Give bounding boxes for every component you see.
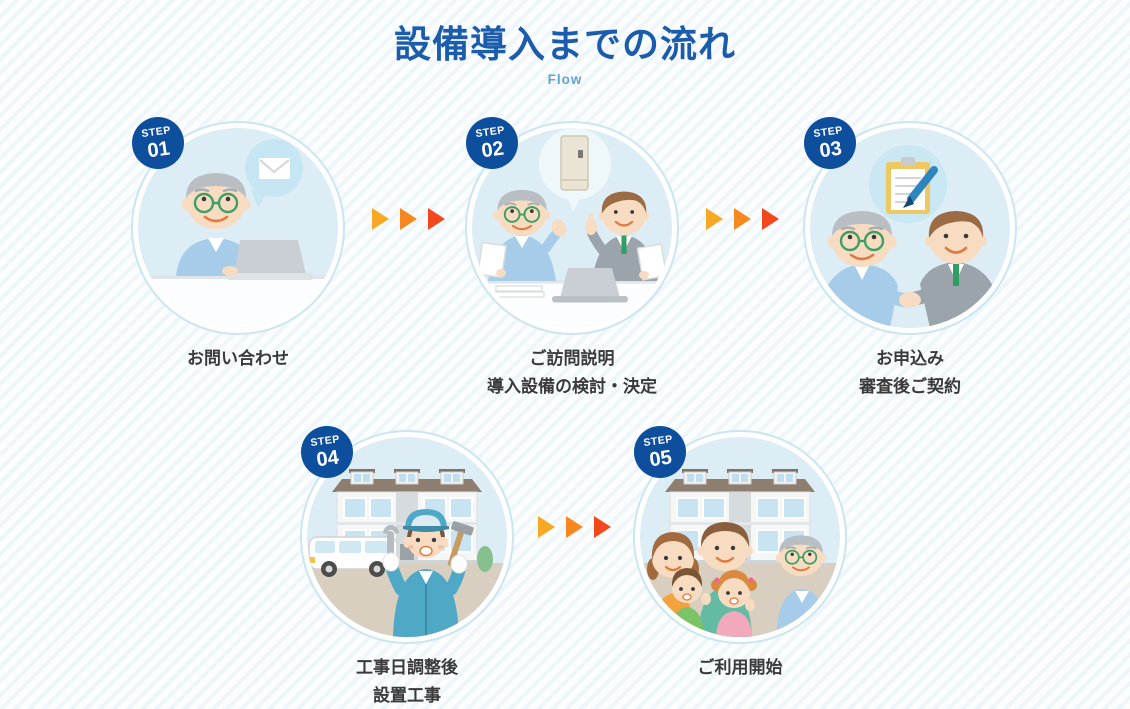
step-01-badge: STEP 01 [132, 117, 184, 169]
step-05-circle [635, 432, 845, 642]
step-badge-number: 04 [315, 445, 341, 471]
step-05-caption: ご利用開始 [610, 654, 870, 682]
caption-line: 審査後ご契約 [859, 377, 961, 396]
step-04-badge: STEP 04 [301, 426, 353, 478]
step-01-caption: お問い合わせ [108, 345, 368, 373]
arrow-triangle-icon [762, 208, 779, 230]
caption-line: 設置工事 [373, 686, 441, 705]
equipment-bubble-icon [539, 128, 611, 212]
worker [382, 509, 474, 637]
arrow-triangle-icon [734, 208, 751, 230]
family-at-home-illustration [640, 468, 840, 637]
caption-line: 工事日調整後 [356, 658, 458, 677]
daughter [711, 570, 757, 637]
visit-explanation-illustration [472, 128, 672, 328]
step-04: STEP 04 [277, 426, 537, 709]
handshake-icon [865, 281, 953, 308]
arrow-triangle-icon [594, 516, 611, 538]
step-03: STEP 03 [780, 117, 1040, 401]
caption-line: お申込み [876, 349, 944, 368]
step-badge-number: 02 [480, 136, 506, 162]
step-02-circle [467, 123, 677, 333]
laptop-icon [226, 240, 314, 280]
step-04-badge-text: STEP 04 [310, 433, 344, 471]
senior-customer [818, 209, 898, 328]
step-04-caption: 工事日調整後 設置工事 [277, 654, 537, 709]
step-01-circle [133, 123, 343, 333]
son [670, 568, 711, 637]
arrow-triangle-icon [428, 208, 445, 230]
page-subtitle: Flow [547, 72, 583, 87]
work-cap-icon [403, 509, 449, 532]
documents-icon [493, 285, 545, 298]
caption-line: ご利用開始 [697, 658, 783, 677]
flow-arrows-step4-to-step5 [538, 516, 611, 538]
step-03-badge: STEP 03 [804, 117, 856, 169]
bush-icon [477, 546, 493, 572]
step-05: STEP 05 [610, 426, 870, 682]
arrow-triangle-icon [400, 208, 417, 230]
sales-staff [920, 209, 1002, 328]
caption-line: お問い合わせ [187, 349, 289, 368]
step-01: STEP 01 [108, 117, 368, 373]
step-02-badge: STEP 02 [466, 117, 518, 169]
handshake-contract-illustration [818, 145, 1002, 328]
arrow-triangle-icon [538, 516, 555, 538]
caption-line: ご訪問説明 [529, 349, 615, 368]
step-02: STEP 02 [442, 117, 702, 401]
step-badge-number: 03 [818, 136, 844, 162]
step-03-badge-text: STEP 03 [813, 124, 847, 162]
work-van-icon [308, 536, 398, 577]
step-01-badge-text: STEP 01 [141, 124, 175, 162]
grandfather [774, 534, 828, 637]
caption-line: 導入設備の検討・決定 [487, 377, 657, 396]
step-05-badge-text: STEP 05 [643, 433, 677, 471]
step-badge-number: 05 [648, 445, 674, 471]
arrow-triangle-icon [372, 208, 389, 230]
page-title: 設備導入までの流れ [394, 24, 736, 65]
hammer-icon [447, 521, 474, 567]
contract-clipboard-icon [886, 157, 938, 214]
arrow-triangle-icon [706, 208, 723, 230]
step-05-badge: STEP 05 [634, 426, 686, 478]
flow-arrows-step1-to-step2 [372, 208, 445, 230]
step-badge-number: 01 [146, 136, 172, 162]
flow-arrows-step2-to-step3 [706, 208, 779, 230]
installation-worker-illustration [307, 468, 507, 637]
arrow-triangle-icon [566, 516, 583, 538]
step-02-badge-text: STEP 02 [475, 124, 509, 162]
step-03-caption: お申込み 審査後ご契約 [780, 345, 1040, 401]
step-02-caption: ご訪問説明 導入設備の検討・決定 [442, 345, 702, 401]
laptop-icon [552, 268, 628, 303]
email-bubble-icon [245, 139, 303, 208]
senior-customer [477, 188, 567, 281]
senior-man-at-laptop-illustration [138, 139, 338, 328]
sales-staff [585, 190, 668, 281]
